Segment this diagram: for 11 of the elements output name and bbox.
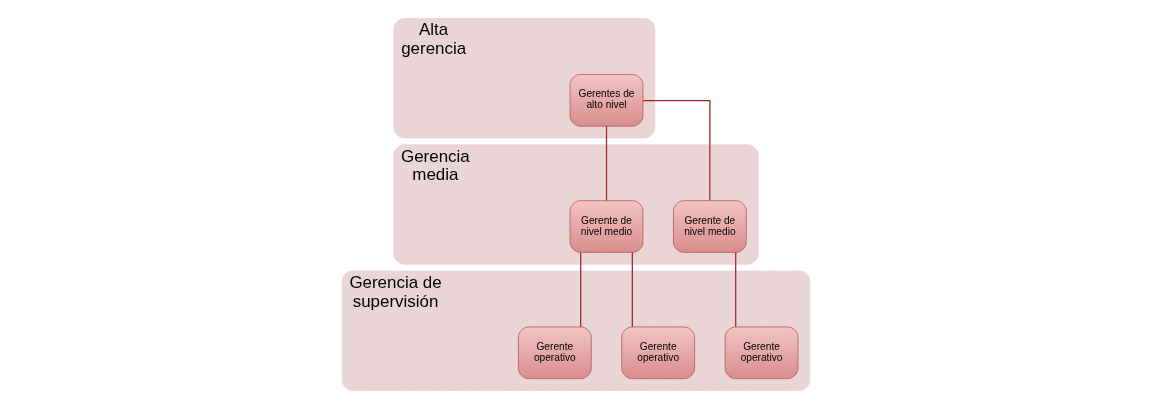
connector [642, 100, 711, 202]
connector [631, 251, 633, 328]
node-box: Gerente operativo [724, 326, 799, 380]
connector [580, 251, 582, 328]
node-box: Gerentes de alto nivel [569, 74, 644, 127]
node-box: Gerente de nivel medio [673, 200, 747, 253]
connector [605, 125, 608, 202]
node-box: Gerente de nivel medio [569, 200, 644, 253]
node-box: Gerente operativo [621, 326, 696, 380]
connector [735, 251, 737, 328]
node-box: Gerente operativo [517, 326, 592, 380]
